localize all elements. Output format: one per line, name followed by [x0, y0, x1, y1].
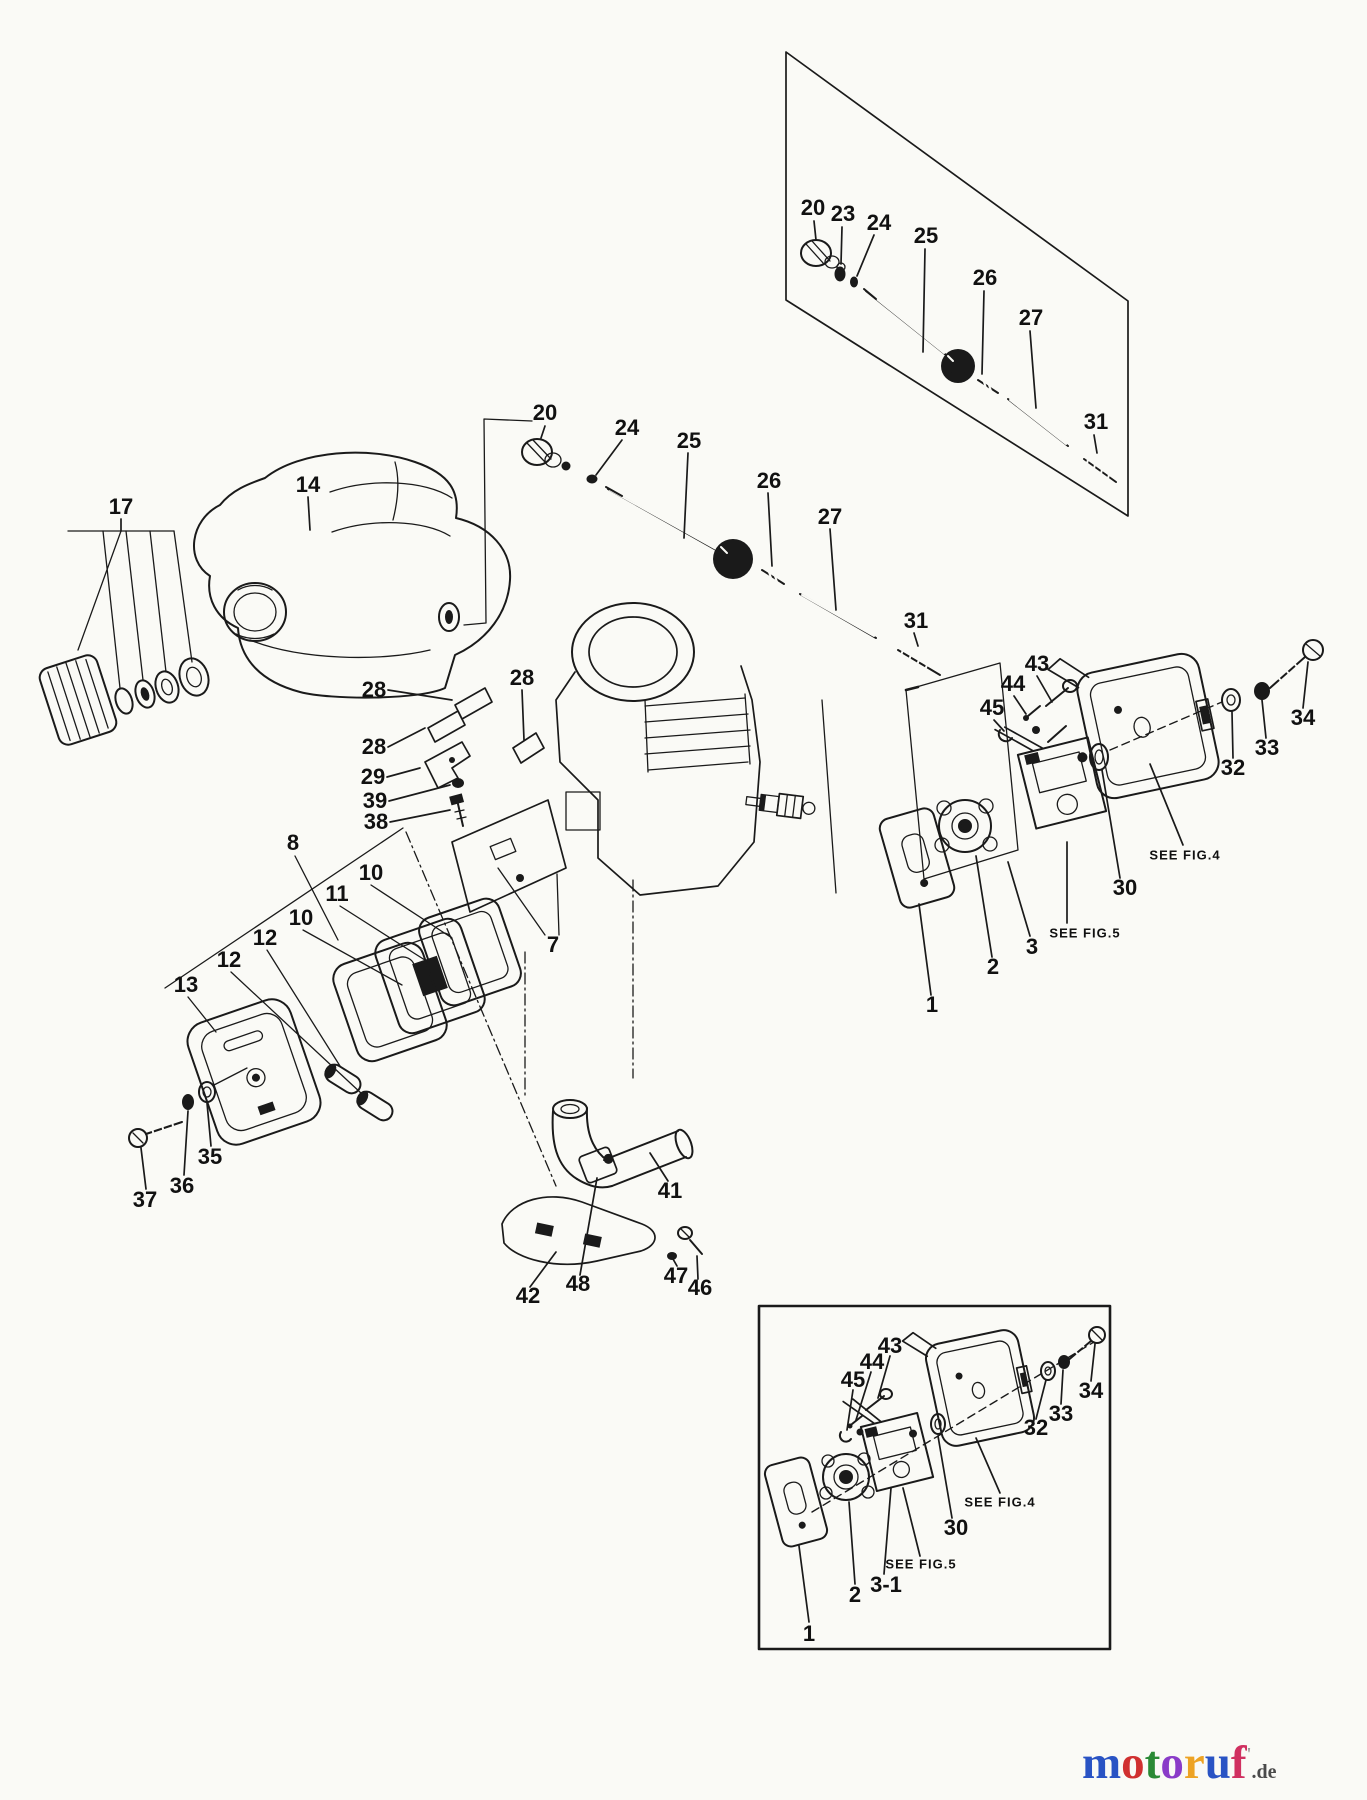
part-number-label: 26	[972, 265, 998, 290]
fuel-tank	[193, 451, 512, 699]
part-number-label: 13	[173, 972, 199, 997]
part-number-label: 35	[197, 1144, 223, 1169]
logo-mark: '	[1246, 1744, 1252, 1764]
part-number-label: 38	[363, 809, 389, 834]
part-number-label: 24	[614, 415, 640, 440]
part-number-label: 30	[943, 1515, 969, 1540]
part-number-label: 37	[132, 1187, 158, 1212]
part-number-label: 26	[756, 468, 782, 493]
see-fig-label: SEE FIG.5	[1049, 925, 1121, 941]
part-number-label: 27	[817, 504, 843, 529]
clips-and-bracket	[386, 687, 545, 827]
carb-muffler-cluster	[821, 639, 1324, 996]
part-number-label: 47	[663, 1263, 689, 1288]
part-number-label: 34	[1290, 705, 1316, 730]
throttle-rod-parts	[463, 418, 941, 676]
part-number-label: 3	[1025, 934, 1039, 959]
part-number-label: 39	[362, 788, 388, 813]
logo-letter: t	[1144, 1737, 1161, 1789]
part-number-label: 29	[360, 764, 386, 789]
part-number-label: 28	[361, 677, 387, 702]
part-number-label: 44	[859, 1349, 885, 1374]
logo-letter: r	[1183, 1737, 1205, 1789]
logo-letter: o	[1160, 1737, 1184, 1789]
logo-suffix: .de	[1251, 1761, 1277, 1783]
part-number-label: 25	[913, 223, 939, 248]
part-number-label: 3-1	[870, 1572, 902, 1597]
part-number-label: 24	[866, 210, 892, 235]
part-number-label: 42	[515, 1283, 541, 1308]
part-number-label: 28	[361, 734, 387, 759]
part-number-label: 10	[358, 860, 384, 885]
part-number-label: 43	[1024, 651, 1050, 676]
part-number-label: 45	[979, 695, 1005, 720]
muffler-bolts-left	[128, 1067, 248, 1190]
part-number-label: 25	[676, 428, 702, 453]
see-fig-label: SEE FIG.4	[1149, 847, 1221, 863]
part-number-label: 27	[1018, 305, 1044, 330]
part-number-label: 48	[565, 1271, 591, 1296]
part-number-label: 32	[1023, 1415, 1049, 1440]
fuel-cap-parts	[38, 518, 210, 746]
part-number-label: 41	[657, 1178, 683, 1203]
part-number-label: 28	[509, 665, 535, 690]
part-number-label: 8	[286, 830, 300, 855]
part-number-label: 31	[903, 608, 929, 633]
part-number-label: 44	[1000, 671, 1026, 696]
part-number-label: 10	[288, 905, 314, 930]
logo-letter: o	[1121, 1737, 1145, 1789]
engine-block	[451, 602, 816, 1099]
part-number-label: 31	[1083, 409, 1109, 434]
part-number-label: 20	[800, 195, 826, 220]
part-number-label: 33	[1254, 735, 1280, 760]
part-number-label: 1	[925, 992, 939, 1017]
part-number-label: 23	[830, 201, 856, 226]
logo-letter: f	[1230, 1737, 1247, 1789]
motoruf-logo[interactable]: motoruf'.de	[1082, 1736, 1277, 1790]
part-number-label: 2	[986, 954, 1000, 979]
part-number-label: 11	[325, 881, 349, 906]
part-number-label: 12	[216, 947, 242, 972]
part-number-label: 7	[546, 932, 560, 957]
see-fig-label: SEE FIG.4	[964, 1494, 1036, 1510]
part-number-label: 45	[840, 1367, 866, 1392]
part-number-label: 17	[108, 494, 134, 519]
part-number-label: 34	[1078, 1378, 1104, 1403]
logo-letter: m	[1082, 1737, 1122, 1789]
part-number-label: 36	[169, 1173, 195, 1198]
part-number-label: 2	[848, 1582, 862, 1607]
part-number-label: 12	[252, 925, 278, 950]
exhaust-pipe-group	[501, 1099, 703, 1288]
see-fig-label: SEE FIG.5	[885, 1556, 957, 1572]
part-number-label: 14	[295, 472, 321, 497]
inset-box-bottom	[757, 1304, 1112, 1651]
part-number-label: 43	[877, 1333, 903, 1358]
part-number-label: 33	[1048, 1401, 1074, 1426]
logo-letter: u	[1204, 1737, 1231, 1789]
part-number-label: 1	[802, 1621, 816, 1646]
inset-box-top	[785, 51, 1129, 517]
part-number-label: 46	[687, 1275, 713, 1300]
part-number-label: 20	[532, 400, 558, 425]
air-filter-stack	[164, 827, 557, 1187]
part-number-label: 32	[1220, 755, 1246, 780]
part-number-label: 30	[1112, 875, 1138, 900]
